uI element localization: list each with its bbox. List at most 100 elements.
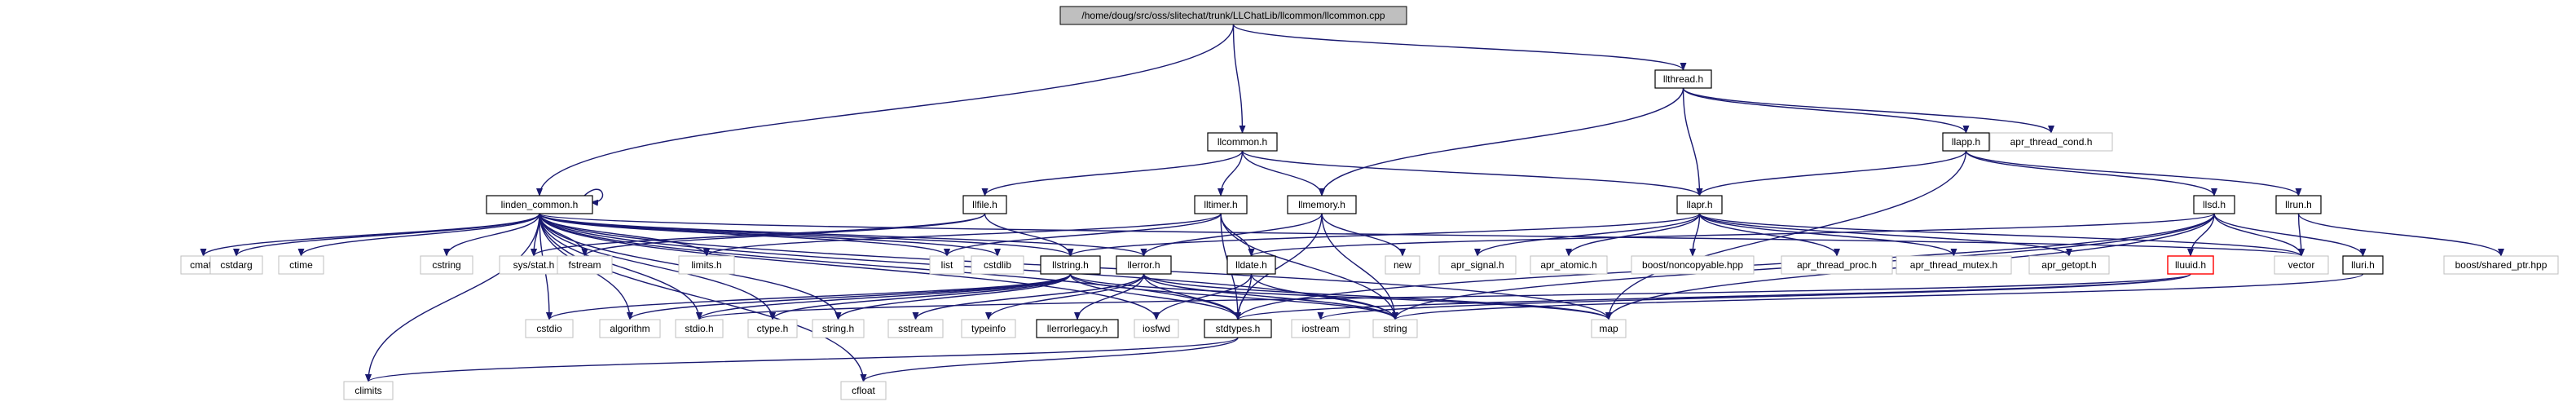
node-label: sstream [898, 323, 933, 334]
edge-root-to-llcommon [1232, 24, 1246, 134]
node-label: stdtypes.h [1216, 323, 1261, 334]
edge-lltimer-to-limits [703, 213, 1222, 257]
node-llmemory[interactable]: llmemory.h [1287, 195, 1357, 214]
node-lluuid[interactable]: lluuid.h [2167, 255, 2214, 275]
node-label: llmemory.h [1298, 199, 1345, 210]
node-label: apr_thread_mutex.h [1910, 259, 1997, 271]
edge-llapr-to-apr_thread_proc [1698, 213, 1840, 257]
edge-llapp-to-llsd [1965, 150, 2217, 196]
node-llfile[interactable]: llfile.h [962, 195, 1007, 214]
node-lluri[interactable]: lluri.h [2342, 255, 2384, 275]
node-apr-thread-cond: apr_thread_cond.h [1989, 132, 2113, 152]
node-root[interactable]: /home/doug/src/oss/slitechat/trunk/LLCha… [1059, 6, 1407, 25]
node-apr-getopt: apr_getopt.h [2028, 255, 2110, 275]
node-box [420, 255, 473, 275]
node-box [1591, 319, 1627, 338]
node-label: lluri.h [2351, 259, 2375, 271]
node-stdtypes[interactable]: stdtypes.h [1204, 319, 1272, 338]
edge-linden_common-to-cmath [200, 213, 540, 257]
node-box [599, 319, 661, 338]
node-box [1291, 319, 1350, 338]
edge-lldate-to-string [1250, 273, 1398, 320]
edge-llstring-to-string [1069, 273, 1398, 320]
node-llapp[interactable]: llapp.h [1942, 132, 1990, 152]
edge-llrun-to-boost_shared_ptr [2297, 213, 2504, 257]
edge-linden_common-to-cfloat [539, 213, 867, 382]
node-label: fstream [568, 259, 601, 271]
node-llstring[interactable]: llstring.h [1040, 255, 1101, 275]
node-llsd[interactable]: llsd.h [2193, 195, 2235, 214]
node-box [557, 255, 613, 275]
node-label: list [941, 259, 953, 271]
node-box [929, 255, 965, 275]
edge-lltimer-to-string [1220, 213, 1398, 320]
node-box [486, 195, 593, 214]
node-box [2274, 255, 2329, 275]
node-label: cstdarg [220, 259, 252, 271]
edge-linden_common-to-cstring [443, 213, 540, 257]
node-label: llapp.h [1952, 136, 1980, 148]
node-lldate[interactable]: lldate.h [1226, 255, 1276, 275]
edge-llfile-to-fstream [581, 213, 986, 257]
node-label: /home/doug/src/oss/slitechat/trunk/LLCha… [1081, 10, 1385, 21]
node-llerrorlegacy[interactable]: llerrorlegacy.h [1036, 319, 1119, 338]
edge-lldate-to-iosfwd [1153, 273, 1253, 320]
node-box [2275, 195, 2322, 214]
node-box [678, 255, 735, 275]
edge-llapr-to-apr_atomic [1565, 213, 1701, 257]
node-boost-shared-ptr: boost/shared_ptr.hpp [2443, 255, 2559, 275]
node-label: apr_thread_proc.h [1797, 259, 1877, 271]
node-label: llcommon.h [1218, 136, 1267, 148]
node-box [2193, 195, 2235, 214]
edge-llerror-to-sstream [912, 273, 1145, 320]
node-cstring: cstring [420, 255, 473, 275]
node-box [1116, 255, 1172, 275]
edge-llstring-to-string_h [834, 273, 1072, 320]
edges [200, 24, 2504, 382]
node-box [812, 319, 865, 338]
node-label: lltimer.h [1204, 199, 1237, 210]
node-label: vector [2288, 259, 2315, 271]
edge-llrun-to-vector [2297, 213, 2305, 257]
edge-llstring-to-stdtypes [1069, 273, 1241, 320]
node-label: llthread.h [1663, 73, 1703, 85]
edge-linden_common-to-vector [539, 213, 2305, 257]
edge-llcommon-to-llfile [981, 150, 1244, 196]
edge-linden_common-to-ctime [297, 213, 540, 257]
edge-llmemory-to-new [1321, 213, 1406, 257]
node-label: cfloat [852, 385, 875, 396]
node-label: map [1599, 323, 1618, 334]
node-box [1438, 255, 1517, 275]
node-llerror[interactable]: llerror.h [1116, 255, 1172, 275]
node-llthread[interactable]: llthread.h [1654, 69, 1712, 89]
node-fstream: fstream [557, 255, 613, 275]
node-llrun[interactable]: llrun.h [2275, 195, 2322, 214]
edge-llerror-to-typeinfo [985, 273, 1145, 320]
node-cfloat: cfloat [840, 381, 887, 400]
node-label: limits.h [691, 259, 721, 271]
node-label: cstdio [536, 323, 562, 334]
node-box [961, 319, 1016, 338]
edge-llapr-to-apr_thread_mutex [1698, 213, 1957, 257]
node-label: llerror.h [1127, 259, 1160, 271]
edge-llmemory-to-llerror [1140, 213, 1323, 257]
node-llapr[interactable]: llapr.h [1676, 195, 1723, 214]
node-label: string.h [822, 323, 854, 334]
node-lltimer[interactable]: lltimer.h [1194, 195, 1248, 214]
node-linden-common[interactable]: linden_common.h [486, 195, 593, 214]
node-label: cstring [432, 259, 460, 271]
node-box [1654, 69, 1712, 89]
edge-llapp-to-llapr [1696, 150, 1967, 196]
node-llcommon[interactable]: llcommon.h [1207, 132, 1278, 152]
edge-linden_common-to-stdtypes [539, 213, 1241, 320]
edge-llstring-to-map [1069, 273, 1612, 320]
edge-lluuid-to-stdtypes [1235, 273, 2191, 320]
node-label: typeinfo [971, 323, 1006, 334]
node-box [1204, 319, 1272, 338]
node-box [971, 255, 1024, 275]
node-label: llstring.h [1052, 259, 1089, 271]
node-label: new [1394, 259, 1411, 271]
node-box [887, 319, 944, 338]
edge-llcommon-to-llapr [1241, 150, 1703, 196]
edge-llsd-to-lluri [2213, 213, 2367, 257]
